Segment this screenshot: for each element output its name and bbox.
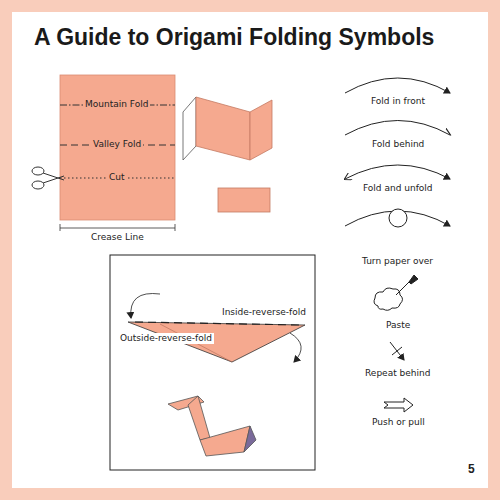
page-ground xyxy=(12,12,488,488)
page-number: 5 xyxy=(468,464,475,475)
folded-paper xyxy=(218,188,270,212)
crease-bracket xyxy=(60,224,175,231)
fold-arrows xyxy=(345,78,450,227)
reverse-fold-example xyxy=(135,322,300,325)
symbol-label: Fold in front xyxy=(371,96,425,107)
bird-example xyxy=(200,426,250,456)
fold-label: Inside-reverse-fold xyxy=(220,307,308,318)
crease-bracket xyxy=(175,224,176,231)
symbol-label: Fold behind xyxy=(372,139,424,150)
reverse-fold-example xyxy=(128,294,305,363)
bird-example xyxy=(168,396,256,456)
symbol-label: Paste xyxy=(386,320,410,331)
folded-paper xyxy=(250,100,272,160)
page-title: A Guide to Origami Folding Symbols xyxy=(34,24,434,51)
fold-label: Cut xyxy=(107,172,127,183)
example-frame xyxy=(110,255,315,470)
paste-symbol xyxy=(396,281,410,295)
folded-paper xyxy=(183,97,196,160)
bird-example xyxy=(244,426,256,452)
repeat-behind-symbol xyxy=(390,342,404,360)
fold-label: Outside-reverse-fold xyxy=(118,333,214,344)
folded-paper xyxy=(183,97,272,212)
fold-arrows xyxy=(389,209,407,227)
paste-symbol xyxy=(374,275,418,310)
fold-arrows xyxy=(345,78,450,93)
crease-bracket xyxy=(60,224,61,231)
fold-label: Mountain Fold xyxy=(83,99,150,110)
scissors-symbol xyxy=(43,176,64,183)
symbol-label: Push or pull xyxy=(372,417,425,428)
scissors-symbol xyxy=(32,167,64,189)
paste-symbol xyxy=(374,288,403,310)
paper-sheet xyxy=(60,75,175,220)
fold-arrows xyxy=(345,121,450,136)
scissors-symbol xyxy=(32,181,44,189)
symbol-label: Fold and unfold xyxy=(363,183,433,194)
push-pull-symbol xyxy=(384,398,413,412)
symbol-label: Turn paper over xyxy=(362,256,433,267)
bird-example xyxy=(188,396,210,440)
reverse-fold-example xyxy=(290,333,301,362)
scissors-symbol xyxy=(43,173,64,180)
repeat-behind-symbol xyxy=(392,347,402,355)
scissors-symbol xyxy=(32,167,44,175)
reverse-fold-example xyxy=(131,294,160,319)
crease-bracket xyxy=(60,228,175,229)
symbol-label: Repeat behind xyxy=(365,368,430,379)
push-pull-symbol xyxy=(384,398,413,412)
fold-arrows xyxy=(345,165,450,179)
paste-symbol xyxy=(409,275,418,284)
paper-sheet xyxy=(60,75,175,220)
crease-label: Crease Line xyxy=(91,232,144,243)
folded-paper xyxy=(196,97,250,160)
repeat-behind-symbol xyxy=(390,342,404,360)
fold-label: Valley Fold xyxy=(91,139,143,150)
paper-sheet-box: Mountain FoldValley FoldCut xyxy=(60,75,175,220)
example-box: Inside-reverse-foldOutside-reverse-fold xyxy=(110,255,315,470)
